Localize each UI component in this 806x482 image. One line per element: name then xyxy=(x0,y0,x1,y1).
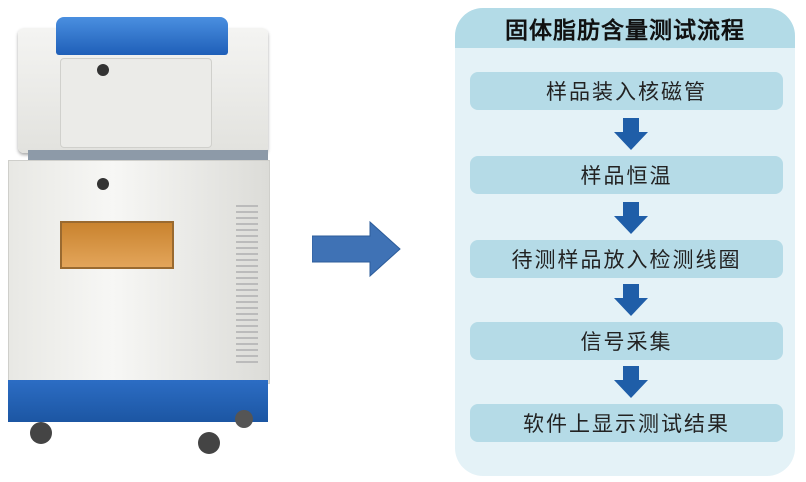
down-arrow-icon xyxy=(614,202,648,234)
vent-grille xyxy=(236,205,258,365)
nmr-instrument-image xyxy=(0,0,290,482)
flow-panel: 固体脂肪含量测试流程 样品装入核磁管 样品恒温 待测样品放入检测线圈 信号采集 … xyxy=(455,8,795,476)
logo-icon xyxy=(97,64,109,76)
flow-step-4: 信号采集 xyxy=(470,322,783,360)
cabinet-blue-base xyxy=(8,380,268,422)
wheel-icon xyxy=(235,410,253,428)
display-window xyxy=(60,221,174,269)
wheel-icon xyxy=(30,422,52,444)
down-arrow-icon xyxy=(614,118,648,150)
down-arrow-icon xyxy=(614,366,648,398)
flow-step-5: 软件上显示测试结果 xyxy=(470,404,783,442)
flow-step-2: 样品恒温 xyxy=(470,156,783,194)
instrument-front-panel xyxy=(60,58,212,148)
instrument-blue-lid xyxy=(56,17,228,55)
down-arrow-icon xyxy=(614,284,648,316)
right-arrow-icon xyxy=(312,220,401,278)
instrument-divider xyxy=(28,150,268,160)
flow-step-3: 待测样品放入检测线圈 xyxy=(470,240,783,278)
flow-step-1: 样品装入核磁管 xyxy=(470,72,783,110)
flow-title: 固体脂肪含量测试流程 xyxy=(455,8,795,48)
cabinet-logo-icon xyxy=(97,178,109,190)
instrument-cabinet xyxy=(8,160,270,384)
wheel-icon xyxy=(198,432,220,454)
